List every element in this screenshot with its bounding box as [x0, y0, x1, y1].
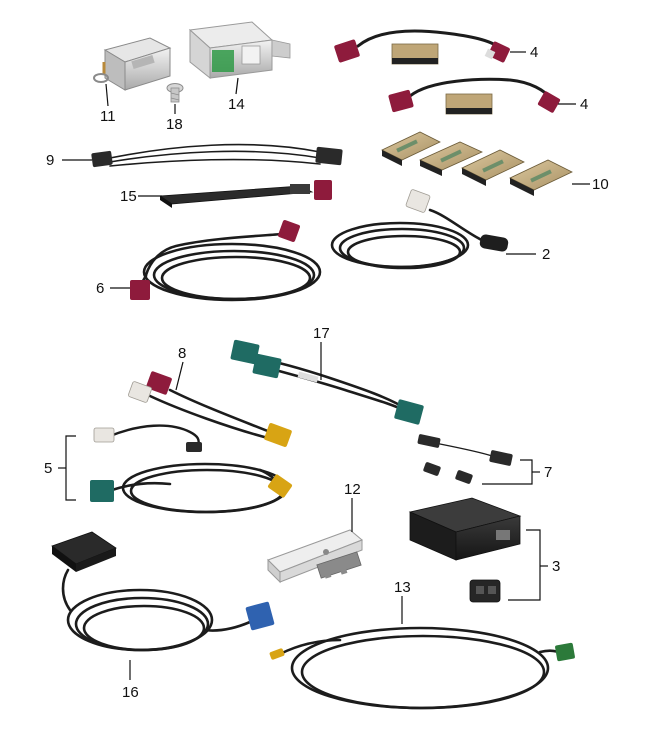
callout-2: 2 — [542, 246, 550, 263]
part-6-coax-cable — [130, 220, 322, 302]
callout-16: 16 — [122, 684, 139, 701]
callout-15: 15 — [120, 188, 137, 205]
callout-3: 3 — [552, 558, 560, 575]
part-5-cable-set — [90, 424, 292, 514]
leader-lines — [62, 51, 590, 680]
callout-17: 17 — [313, 325, 330, 342]
part-3-control-unit — [408, 497, 522, 603]
part-13-coax-cable — [269, 626, 575, 710]
part-18-screw — [166, 83, 184, 103]
callout-6: 6 — [96, 280, 104, 297]
part-2-usb-cable — [330, 189, 509, 270]
part-4-cable-upper — [334, 29, 510, 65]
part-4-cable-lower — [388, 77, 561, 115]
part-14-bracket — [188, 21, 291, 80]
callout-4-lower: 4 — [580, 96, 588, 113]
callout-9: 9 — [46, 152, 54, 169]
bracket-part-3 — [508, 529, 548, 601]
part-10-adhesive-pads — [381, 131, 573, 196]
callout-18: 18 — [166, 116, 183, 133]
part-15-antenna-bar — [158, 180, 332, 208]
part-12-bracket — [267, 529, 363, 584]
callout-5: 5 — [44, 460, 52, 477]
bracket-part-7 — [482, 459, 540, 485]
part-7-connectors — [417, 434, 513, 484]
part-16-gps-antenna — [51, 531, 275, 652]
bracket-part-5 — [58, 435, 76, 501]
part-9-wire-harness — [91, 143, 343, 168]
callout-7: 7 — [544, 464, 552, 481]
part-17-y-cable — [230, 339, 424, 425]
part-8-cable — [128, 371, 292, 447]
callout-13: 13 — [394, 579, 411, 596]
callout-11: 11 — [100, 108, 116, 125]
callout-4-upper: 4 — [530, 44, 538, 61]
callout-12: 12 — [344, 481, 361, 498]
callout-14: 14 — [228, 96, 245, 113]
part-11-antenna-module — [93, 37, 172, 91]
callout-8: 8 — [178, 345, 186, 362]
callout-10: 10 — [592, 176, 609, 193]
